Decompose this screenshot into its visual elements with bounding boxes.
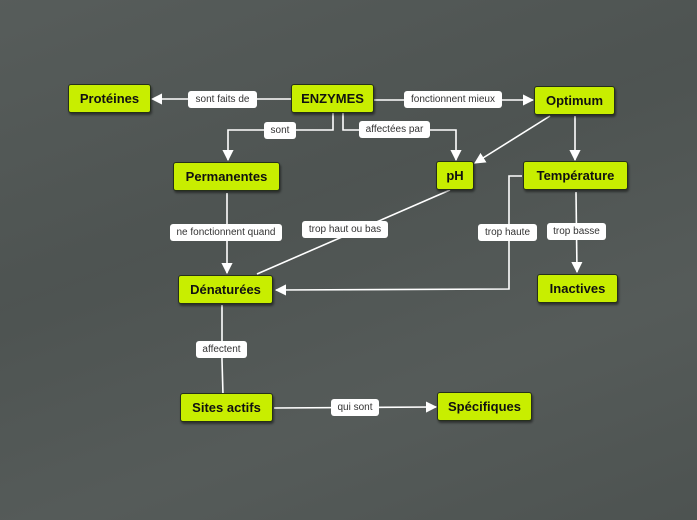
link-label-affectent[interactable]: affectent [196,341,247,358]
link-label-trop-haut-ou-bas[interactable]: trop haut ou bas [302,221,388,238]
node-denaturees[interactable]: Dénaturées [178,275,273,304]
link-label-sont-faits-de[interactable]: sont faits de [188,91,257,108]
link-label-affectees-par[interactable]: affectées par [359,121,430,138]
connector-affectent [221,305,224,396]
node-permanentes[interactable]: Permanentes [173,162,280,191]
link-label-sont[interactable]: sont [264,122,296,139]
node-sites-actifs[interactable]: Sites actifs [180,393,273,422]
connector-optimum-ph [474,115,551,164]
node-inactives[interactable]: Inactives [537,274,618,303]
link-label-trop-haute[interactable]: trop haute [478,224,537,241]
node-ph[interactable]: pH [436,161,474,190]
node-proteines[interactable]: Protéines [68,84,151,113]
node-optimum[interactable]: Optimum [534,86,615,115]
link-label-ne-fonctionnent-quand[interactable]: ne fonctionnent quand [170,224,282,241]
link-label-fonctionnent-mieux[interactable]: fonctionnent mieux [404,91,502,108]
link-label-trop-basse[interactable]: trop basse [547,223,606,240]
link-label-qui-sont[interactable]: qui sont [331,399,379,416]
node-specifiques[interactable]: Spécifiques [437,392,532,421]
node-enzymes[interactable]: ENZYMES [291,84,374,113]
node-temperature[interactable]: Température [523,161,628,190]
